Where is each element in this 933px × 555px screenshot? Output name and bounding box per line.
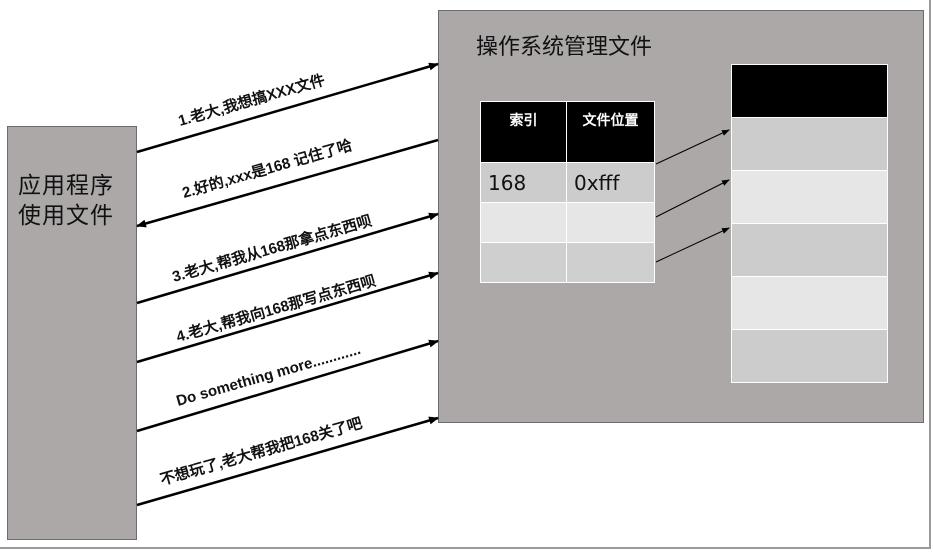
message-5: Do something more............ [174, 341, 362, 410]
file-index-table: 索引 文件位置 168 0xfff [480, 101, 655, 283]
table-row [480, 242, 655, 283]
storage-header-block [731, 64, 888, 118]
pointer-arrow [655, 227, 730, 263]
os-title: 操作系统管理文件 [476, 35, 653, 60]
application-label: 应用程序 使用文件 [18, 171, 114, 231]
message-3: 3.老大,帮我从168那拿点东西呗 [170, 212, 374, 286]
application-label-line2: 使用文件 [18, 203, 114, 229]
storage-block [731, 224, 888, 277]
cell-index: 168 [480, 162, 567, 203]
message-6: 不想玩了,老大帮我把168关了吧 [158, 414, 364, 489]
header-file-location: 文件位置 [566, 101, 655, 163]
os-box: 操作系统管理文件 索引 文件位置 168 0xfff [438, 10, 924, 423]
message-1: 1.老大,我想搞XXX文件 [176, 71, 327, 130]
cell-index [480, 242, 567, 283]
pointer-arrow [655, 179, 730, 218]
arrow-4 [136, 271, 439, 364]
arrow-1 [136, 62, 439, 154]
arrow-2 [136, 138, 439, 228]
storage-block [731, 277, 888, 330]
application-label-line1: 应用程序 [18, 173, 114, 199]
arrow-3 [136, 212, 439, 305]
table-row [480, 202, 655, 243]
message-2: 2.好的,xxx是168 记住了哈 [180, 136, 354, 202]
storage-blocks [731, 64, 888, 383]
application-box: 应用程序 使用文件 [7, 126, 137, 540]
arrow-5 [136, 339, 439, 433]
storage-block [731, 330, 888, 383]
storage-block [731, 171, 888, 224]
arrow-6 [136, 416, 439, 507]
pointer-arrow [655, 129, 730, 165]
cell-location [566, 242, 655, 283]
storage-block [731, 118, 888, 171]
cell-index [480, 202, 567, 243]
